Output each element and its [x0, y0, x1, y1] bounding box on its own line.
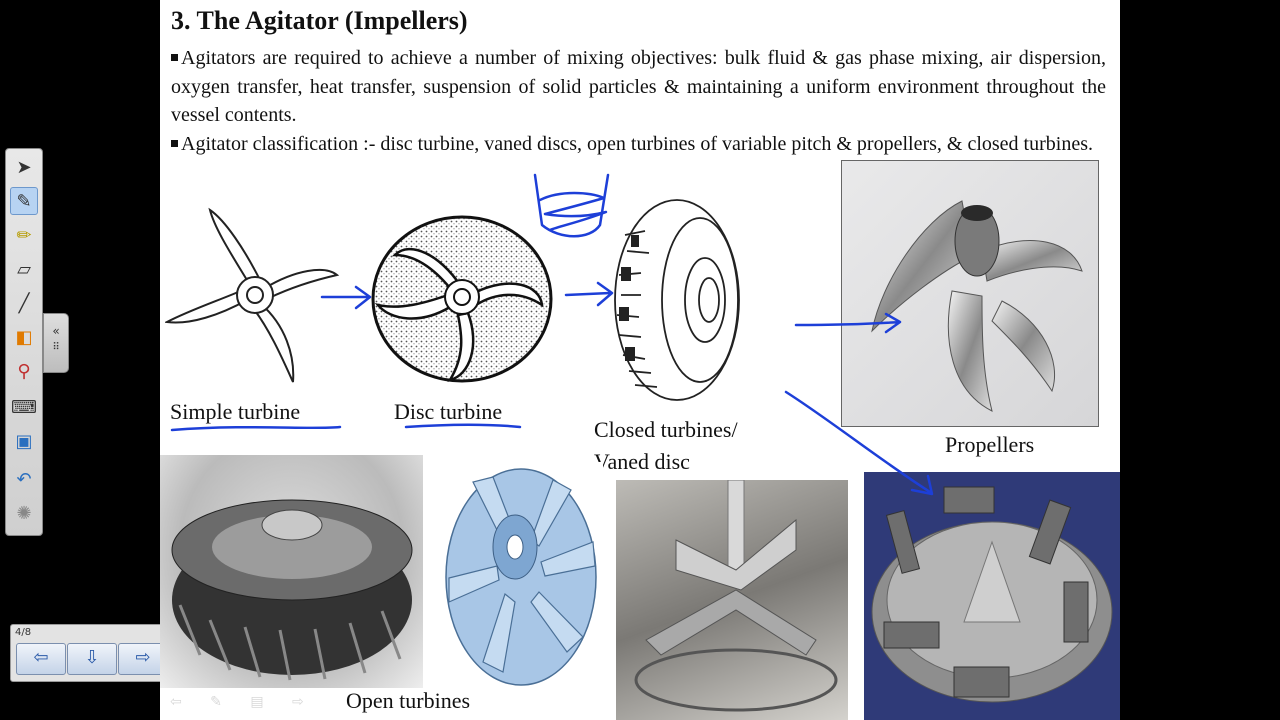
bullet-icon	[171, 54, 178, 61]
underline-disc-turbine	[404, 423, 522, 429]
label-closed-line-1: Closed turbines/	[594, 417, 738, 442]
propeller-shape	[871, 200, 1083, 412]
closed-turbine-photo	[616, 480, 848, 720]
settings-icon[interactable]: ✺	[16, 502, 32, 524]
bullet-icon	[171, 140, 178, 147]
vessel-impeller-shape	[634, 480, 838, 712]
slide: 3. The Agitator (Impellers) Agitators ar…	[160, 0, 1120, 720]
next-page-button[interactable]: ⇨	[118, 643, 168, 675]
select-arrow-icon[interactable]: ➤	[16, 156, 32, 178]
propeller-photo	[841, 160, 1099, 427]
toolbar-collapse-tab[interactable]: « ⠿	[43, 313, 69, 373]
bullet-2: Agitator classification :- disc turbine,…	[171, 130, 1106, 159]
handwritten-annotations	[170, 173, 934, 496]
highlighter-icon[interactable]: ✏	[16, 224, 32, 246]
faded-toolbar-ghost: ⇦ ✎ ▤ ⇨	[170, 694, 316, 710]
magic-pen-icon[interactable]: ⚲	[17, 360, 31, 382]
cad-impeller-shape	[871, 486, 1113, 703]
bullet-2-text: Agitator classification :- disc turbine,…	[181, 133, 1093, 155]
keyboard-icon[interactable]: ⌨	[11, 396, 37, 418]
screen-capture-icon[interactable]: ▣	[15, 430, 33, 452]
shapes-icon[interactable]: ◧	[15, 326, 33, 348]
label-simple-turbine: Simple turbine	[170, 399, 301, 424]
open-turbine-shape-1	[171, 499, 413, 681]
arrow-to-cad-render	[784, 390, 934, 496]
line-icon[interactable]: ╱	[18, 292, 30, 314]
arrow-to-propeller	[794, 312, 902, 334]
arrow-right-icon: ⇨	[135, 647, 151, 668]
label-closed-turbines: Closed turbines/ Vaned disc	[594, 414, 738, 478]
label-disc-turbine: Disc turbine	[394, 399, 503, 424]
sketch-vessel	[533, 173, 610, 238]
grip-icon: ⠿	[52, 342, 60, 353]
sketch-vessel-fill	[538, 191, 608, 232]
undo-icon[interactable]: ↶	[16, 468, 32, 490]
annotation-toolbar: ➤ ✎ ✏ ▱ ╱ ◧ ⚲ ⌨ ▣ ↶ ✺	[5, 148, 43, 536]
previous-page-button[interactable]: ⇦	[16, 643, 66, 675]
slide-title: 3. The Agitator (Impellers)	[171, 6, 468, 35]
open-turbine-photo-2	[443, 462, 603, 688]
label-propellers: Propellers	[945, 432, 1035, 457]
bullet-1-text: Agitators are required to achieve a numb…	[171, 47, 1106, 126]
disc-turbine-drawing	[371, 215, 553, 383]
page-menu-button[interactable]: ⇩	[67, 643, 117, 675]
underline-simple-turbine	[170, 425, 342, 432]
bullet-1: Agitators are required to achieve a numb…	[171, 44, 1106, 130]
arrow-to-closed-turbine	[564, 281, 614, 307]
closed-turbine-drawing	[614, 199, 740, 401]
page-number: 4/8	[15, 627, 32, 638]
chevron-left-icon: «	[52, 324, 60, 338]
arrow-to-disc-turbine	[320, 285, 372, 310]
pen-icon[interactable]: ✎	[10, 187, 38, 215]
page-navigator: 4/8 × ⇦ ⇩ ⇨	[10, 624, 172, 682]
arrow-left-icon: ⇦	[33, 647, 49, 668]
open-turbine-shape-2	[445, 468, 597, 686]
simple-turbine-drawing	[165, 207, 340, 383]
closed-turbine-cad-render	[864, 472, 1120, 720]
eraser-icon[interactable]: ▱	[17, 258, 31, 280]
open-turbine-photo-1	[160, 455, 423, 688]
label-open-turbines: Open turbines	[346, 688, 471, 713]
arrow-down-icon: ⇩	[84, 647, 100, 668]
label-closed-line-2: Vaned disc	[594, 449, 690, 474]
